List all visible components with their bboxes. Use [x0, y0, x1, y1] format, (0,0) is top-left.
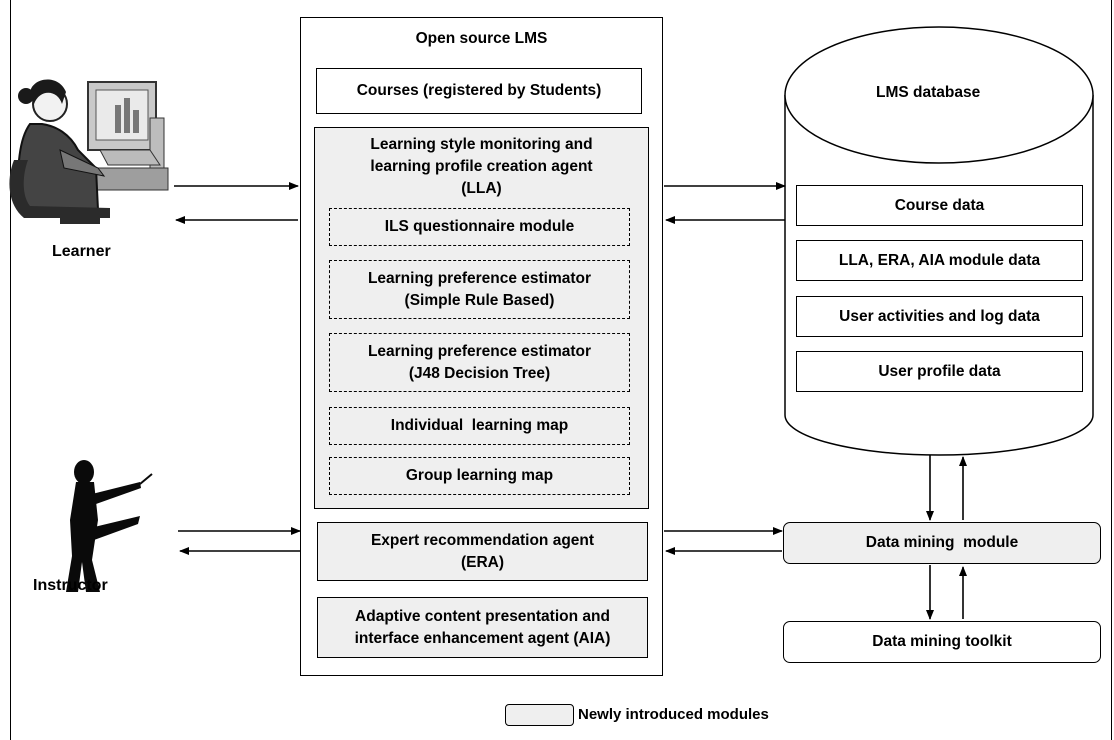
data-mining-toolkit-label: Data mining toolkit — [872, 633, 1012, 650]
module-label: ILS questionnaire module — [384, 218, 575, 235]
db-item-label: LLA, ERA, AIA module data — [838, 251, 1041, 269]
instructor-label: Instructor — [33, 577, 108, 594]
user-activities-box: User activities and log data — [796, 296, 1083, 337]
module-label: Learning preference estimator (J48 Decis… — [367, 342, 592, 382]
module-label: Individual learning map — [390, 417, 569, 434]
legend-label: Newly introduced modules — [578, 706, 769, 723]
data-mining-module-box: Data mining module — [783, 522, 1101, 564]
j48-estimator-module: Learning preference estimator (J48 Decis… — [329, 333, 630, 392]
diagram-frame — [10, 0, 1112, 740]
data-mining-toolkit-box: Data mining toolkit — [783, 621, 1101, 663]
lms-title: Open source LMS — [415, 30, 548, 47]
legend-swatch — [505, 704, 574, 726]
lla-title: Learning style monitoring and learning p… — [370, 136, 593, 197]
era-label: Expert recommendation agent (ERA) — [370, 531, 595, 571]
user-profile-box: User profile data — [796, 351, 1083, 392]
aia-agent-box: Adaptive content presentation and interf… — [317, 597, 648, 658]
simple-rule-estimator-module: Learning preference estimator (Simple Ru… — [329, 260, 630, 319]
ils-questionnaire-module: ILS questionnaire module — [329, 208, 630, 246]
individual-learning-map-module: Individual learning map — [329, 407, 630, 445]
courses-label: Courses (registered by Students) — [356, 82, 602, 99]
module-label: Group learning map — [405, 467, 554, 484]
db-item-label: Course data — [894, 196, 985, 214]
aia-label: Adaptive content presentation and interf… — [354, 607, 611, 647]
database-title: LMS database — [876, 84, 981, 101]
module-data-box: LLA, ERA, AIA module data — [796, 240, 1083, 281]
db-item-label: User activities and log data — [839, 307, 1040, 325]
courses-box: Courses (registered by Students) — [316, 68, 642, 114]
db-item-label: User profile data — [878, 362, 1001, 380]
era-agent-box: Expert recommendation agent (ERA) — [317, 522, 648, 581]
data-mining-module-label: Data mining module — [865, 534, 1019, 551]
course-data-box: Course data — [796, 185, 1083, 226]
learner-label: Learner — [52, 243, 111, 260]
module-label: Learning preference estimator (Simple Ru… — [367, 269, 592, 309]
group-learning-map-module: Group learning map — [329, 457, 630, 495]
